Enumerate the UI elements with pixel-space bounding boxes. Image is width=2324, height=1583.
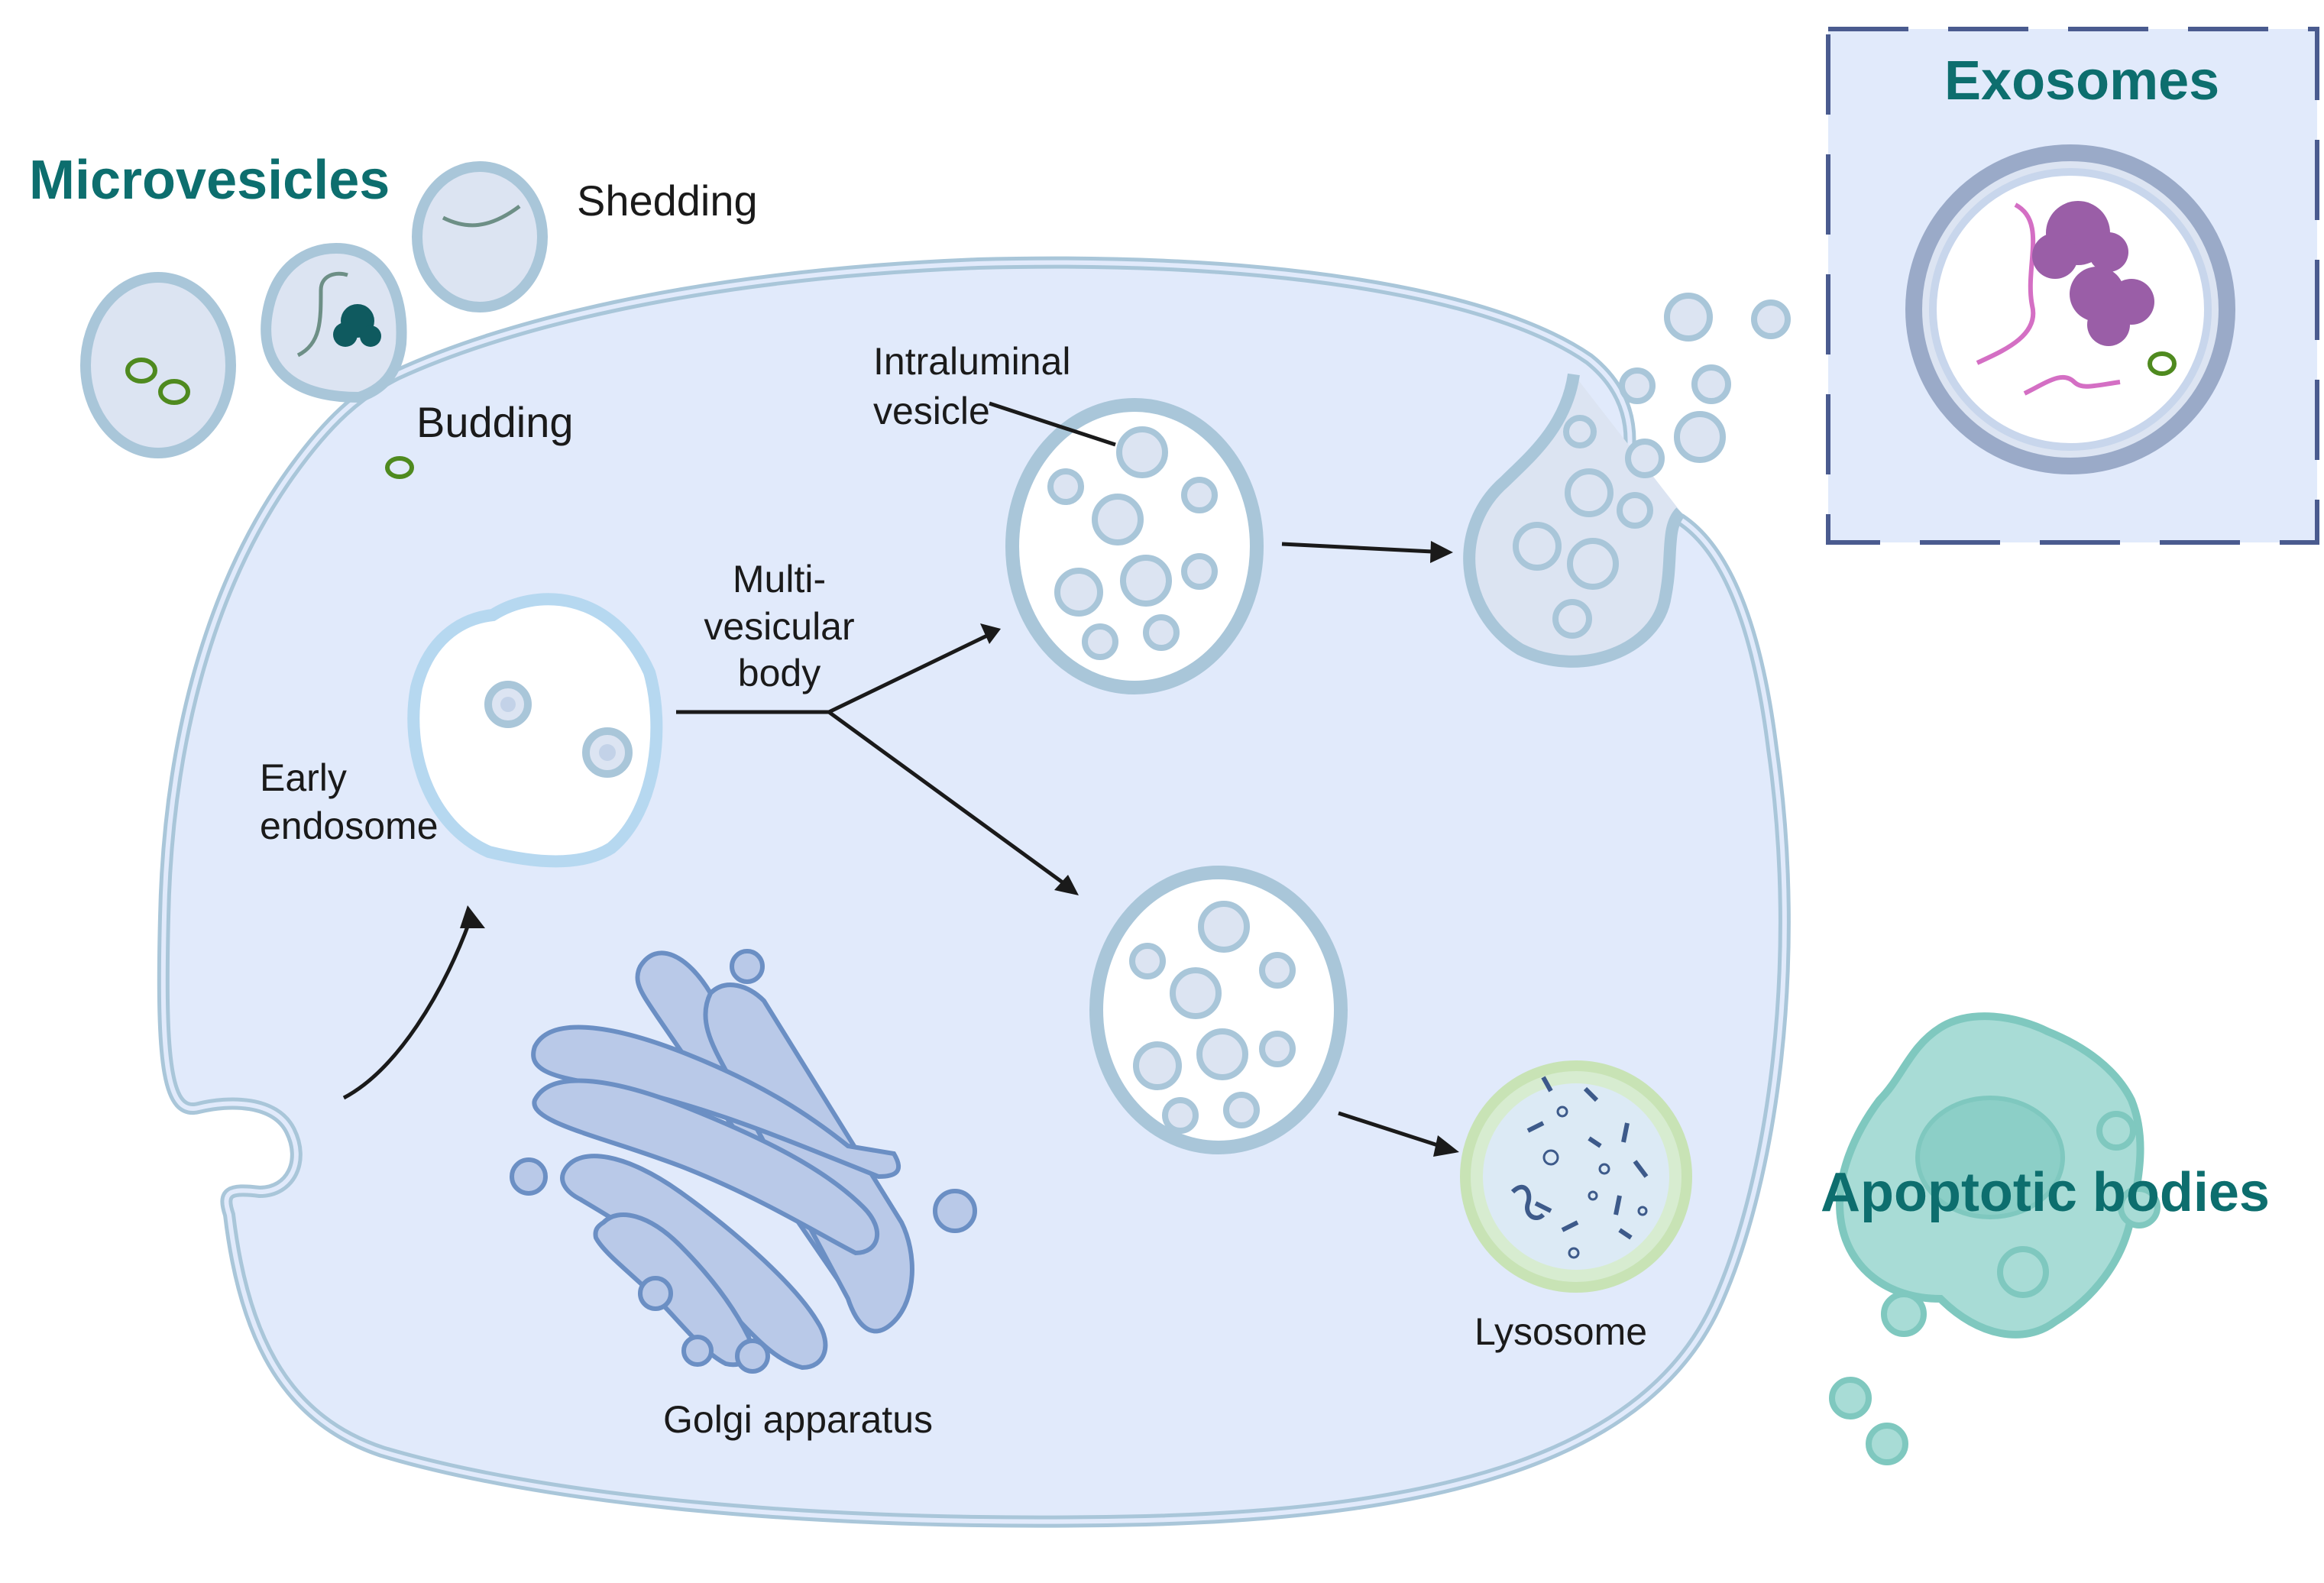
label-golgi: Golgi apparatus — [663, 1398, 933, 1441]
label-early-1: Early — [260, 756, 347, 799]
cell-membrane-inner — [160, 260, 1787, 1524]
microvesicle-budding — [261, 242, 407, 403]
title-microvesicles: Microvesicles — [29, 150, 390, 211]
multivesicular-body-upper — [1005, 398, 1264, 694]
vesicle-cargo-green — [158, 379, 190, 405]
microvesicle-free — [80, 272, 236, 458]
label-early-2: endosome — [260, 804, 439, 847]
arrowhead — [1054, 875, 1079, 895]
label-mvb-3: body — [738, 652, 821, 694]
early-endosome — [407, 593, 663, 868]
arrow-mvb-to-lysosome — [1338, 1111, 1441, 1148]
arrow-mvb-lower — [827, 710, 1067, 887]
apoptotic-body-icon — [1829, 1012, 2161, 1465]
arrowhead — [1433, 1135, 1459, 1157]
label-mvb-1: Multi- — [733, 558, 826, 601]
lysosome — [1460, 1060, 1692, 1293]
exosome-rna-icon — [1976, 202, 2121, 396]
endocytosis-arrow — [342, 920, 472, 1100]
label-shedding: Shedding — [577, 176, 758, 225]
arrowhead — [1430, 541, 1453, 563]
label-budding: Budding — [416, 398, 574, 446]
arrowhead — [460, 905, 485, 928]
released-exosomes — [1563, 293, 1791, 478]
multivesicular-body-lower — [1089, 866, 1348, 1154]
label-intraluminal-2: vesicle — [873, 390, 990, 432]
pointer-intraluminal — [989, 401, 1116, 447]
exosome-detail-box — [1826, 27, 2319, 545]
protein-icon — [333, 304, 381, 347]
label-intraluminal-1: Intraluminal — [873, 340, 1070, 383]
title-exosomes: Exosomes — [1944, 50, 2219, 112]
rna-strand-icon — [296, 271, 348, 358]
rna-strand-icon — [442, 204, 521, 228]
label-lysosome: Lysosome — [1474, 1310, 1647, 1353]
golgi-apparatus — [510, 949, 977, 1374]
vesicle-cargo-green — [125, 358, 157, 384]
microvesicle-shedding — [412, 161, 548, 312]
arrowhead — [980, 623, 1001, 644]
arrow-mvb-upper — [827, 633, 989, 714]
title-apoptotic-bodies: Apoptotic bodies — [1821, 1162, 2270, 1223]
exosome-protein-icon — [2032, 201, 2154, 346]
arrow-mvb-to-membrane — [1281, 542, 1433, 554]
mvb-fusion-release — [1463, 293, 1791, 668]
vesicle-cargo-green — [2148, 351, 2177, 376]
label-mvb-2: vesicular — [704, 605, 854, 648]
vesicle-cargo-green — [385, 456, 414, 479]
